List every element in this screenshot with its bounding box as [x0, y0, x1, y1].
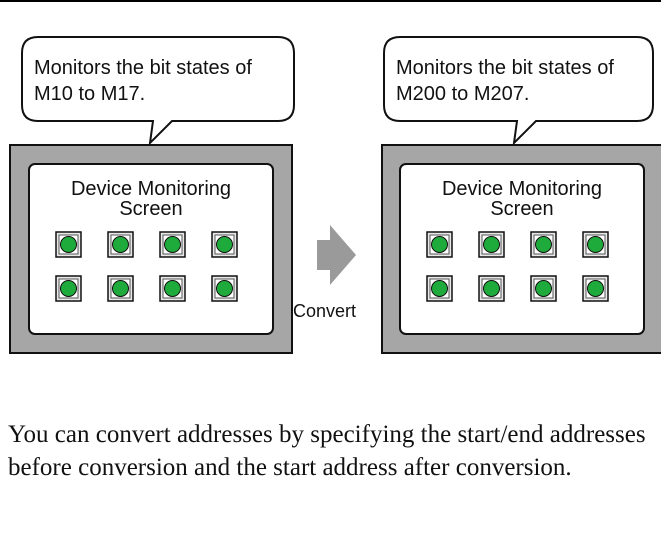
- right-screen-title-line-1: Device Monitoring: [441, 178, 603, 200]
- left-lamp-icon-3: [159, 231, 186, 258]
- right-lamp-icon-2: [478, 231, 505, 258]
- left-screen-title: Device Monitoring Screen: [29, 179, 273, 219]
- right-lamp-icon-4: [582, 231, 609, 258]
- convert-arrow-icon: [317, 225, 356, 285]
- left-callout-line-2: M10 to M17.: [34, 83, 146, 105]
- right-lamp-grid: [426, 231, 609, 302]
- right-screen-title: Device Monitoring Screen: [400, 179, 644, 219]
- right-screen-title-line-2: Screen: [490, 198, 554, 220]
- right-callout-line-2: M200 to M207.: [396, 83, 530, 105]
- right-callout-bubble: [383, 36, 654, 146]
- right-lamp-icon-1: [426, 231, 453, 258]
- right-callout-text: Monitors the bit states of M200 to M207.: [396, 55, 614, 107]
- right-callout-line-1: Monitors the bit states of: [396, 57, 614, 79]
- left-lamp-icon-7: [159, 275, 186, 302]
- right-lamp-icon-6: [478, 275, 505, 302]
- left-lamp-icon-8: [211, 275, 238, 302]
- left-lamp-icon-2: [107, 231, 134, 258]
- convert-label: Convert: [293, 301, 357, 321]
- left-lamp-grid: [55, 231, 238, 302]
- right-lamp-icon-3: [530, 231, 557, 258]
- left-screen-title-line-2: Screen: [119, 198, 183, 220]
- top-rule: [0, 0, 661, 2]
- right-lamp-icon-5: [426, 275, 453, 302]
- right-lamp-icon-7: [530, 275, 557, 302]
- caption: You can convert addresses by specifying …: [8, 421, 646, 481]
- left-lamp-icon-6: [107, 275, 134, 302]
- left-lamp-icon-1: [55, 231, 82, 258]
- left-lamp-icon-5: [55, 275, 82, 302]
- conversion-diagram: [9, 36, 661, 354]
- left-callout-text: Monitors the bit states of M10 to M17.: [34, 55, 252, 107]
- left-screen-title-line-1: Device Monitoring: [70, 178, 232, 200]
- left-callout-bubble: [21, 36, 295, 146]
- left-callout-line-1: Monitors the bit states of: [34, 57, 252, 79]
- left-lamp-icon-4: [211, 231, 238, 258]
- right-lamp-icon-8: [582, 275, 609, 302]
